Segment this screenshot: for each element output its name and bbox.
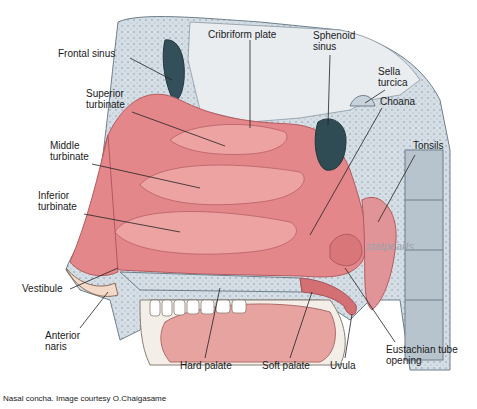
part-label: Anterior naris: [45, 330, 93, 352]
part-label: Hard palate: [180, 360, 250, 371]
part-label: Uvula: [330, 360, 370, 371]
watermark: statpearls: [366, 240, 446, 252]
part-label: Tonsils: [413, 140, 463, 151]
part-label: Soft palate: [262, 360, 332, 371]
part-label: Vestibule: [22, 283, 82, 294]
caption: Nasal concha. Image courtesy O.Chaigasam…: [3, 395, 166, 404]
part-label: Superior turbinate: [86, 88, 142, 110]
part-label: Choana: [380, 96, 435, 107]
part-label: Eustachian tube opening: [386, 344, 472, 366]
part-label: Inferior turbinate: [38, 190, 90, 212]
part-label: Middle turbinate: [50, 140, 102, 162]
part-label: Frontal sinus: [58, 48, 138, 59]
part-label: Cribriform plate: [208, 29, 300, 40]
part-label: Sphenoid sinus: [313, 30, 363, 52]
part-label: Sella turcica: [378, 66, 426, 88]
